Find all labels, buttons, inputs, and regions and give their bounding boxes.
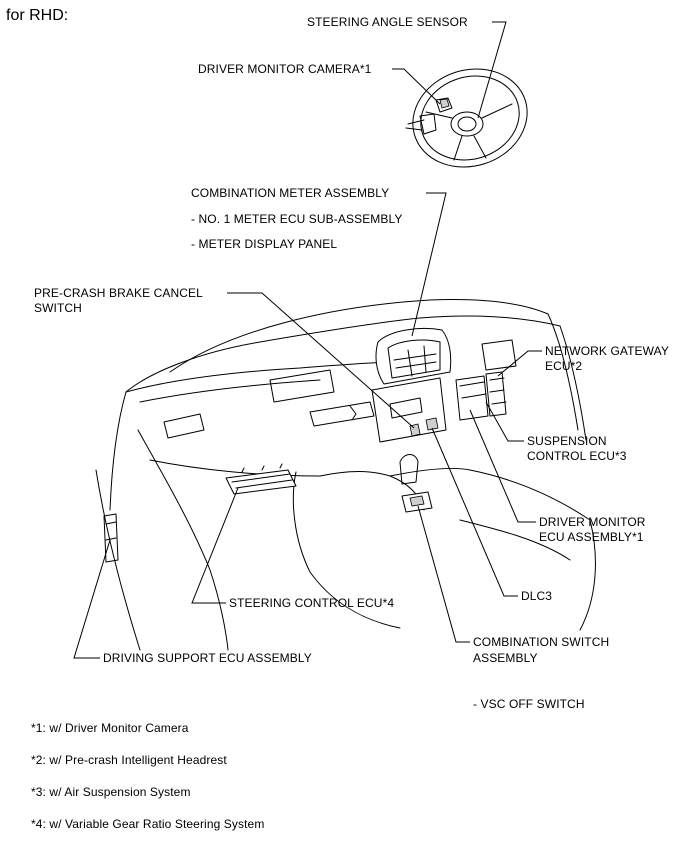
- label-combination-meter-assembly: COMBINATION METER ASSEMBLY: [191, 186, 390, 200]
- label-driver-monitor-ecu-1: DRIVER MONITOR: [539, 515, 646, 529]
- footnote-4: *4: w/ Variable Gear Ratio Steering Syst…: [31, 817, 265, 831]
- page-heading: for RHD:: [6, 7, 69, 24]
- label-meter-display-panel: - METER DISPLAY PANEL: [191, 237, 338, 251]
- dashboard-illustration: [95, 299, 596, 651]
- label-driver-monitor-camera: DRIVER MONITOR CAMERA*1: [198, 62, 372, 76]
- label-network-gateway-ecu-2: ECU*2: [545, 359, 583, 373]
- footnote-1: *1: w/ Driver Monitor Camera: [31, 721, 189, 735]
- label-driving-support-ecu: DRIVING SUPPORT ECU ASSEMBLY: [103, 651, 312, 665]
- label-pre-crash-brake-cancel-switch-1: PRE-CRASH BRAKE CANCEL: [34, 286, 203, 300]
- label-steering-control-ecu: STEERING CONTROL ECU*4: [229, 596, 395, 610]
- label-combination-switch-2: ASSEMBLY: [473, 651, 538, 665]
- label-pre-crash-brake-cancel-switch-2: SWITCH: [34, 301, 82, 315]
- label-steering-angle-sensor: STEERING ANGLE SENSOR: [307, 15, 468, 29]
- leader-lines: [73, 21, 542, 659]
- label-vsc-off-switch: - VSC OFF SWITCH: [473, 697, 585, 711]
- label-meter-ecu-sub-assembly: - NO. 1 METER ECU SUB-ASSEMBLY: [191, 212, 403, 226]
- footnote-3: *3: w/ Air Suspension System: [31, 785, 191, 799]
- footnote-2: *2: w/ Pre-crash Intelligent Headrest: [31, 753, 227, 767]
- label-dlc3: DLC3: [521, 589, 553, 603]
- label-driver-monitor-ecu-2: ECU ASSEMBLY*1: [539, 530, 644, 544]
- label-combination-switch-1: COMBINATION SWITCH: [473, 635, 610, 649]
- label-suspension-control-ecu-2: CONTROL ECU*3: [527, 449, 627, 463]
- label-network-gateway-ecu-1: NETWORK GATEWAY: [545, 344, 669, 358]
- label-suspension-control-ecu-1: SUSPENSION: [527, 434, 607, 448]
- steering-wheel-illustration: [405, 68, 528, 168]
